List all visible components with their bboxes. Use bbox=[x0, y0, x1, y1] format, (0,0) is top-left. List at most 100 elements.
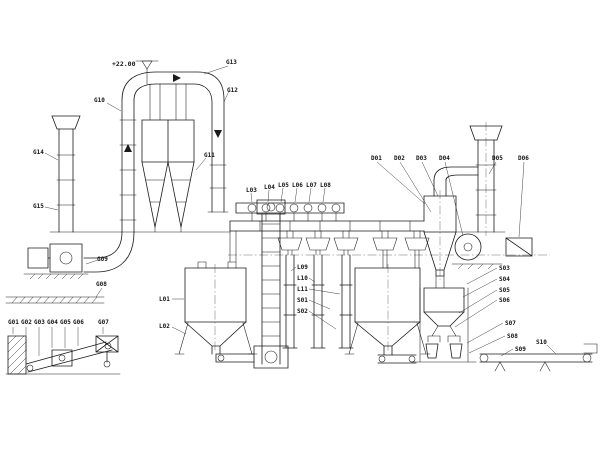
id-fan-hub bbox=[463, 242, 473, 252]
right-cyclone-cone bbox=[423, 231, 457, 277]
top-duct-outer bbox=[121, 71, 225, 213]
packing-downspout bbox=[435, 275, 445, 289]
belt-tail-pulley bbox=[479, 353, 489, 363]
hopper1-cone bbox=[184, 321, 247, 355]
bowl-feeder bbox=[333, 230, 359, 256]
discharge-conveyor2 bbox=[377, 354, 417, 364]
rotary-valve bbox=[331, 203, 341, 213]
distribution-duct bbox=[229, 220, 425, 232]
middle-feeding-section bbox=[174, 199, 550, 369]
tag-l06: L06 bbox=[292, 182, 303, 189]
tag-g03: G03 bbox=[34, 319, 45, 326]
bagging-spouts bbox=[427, 325, 461, 343]
bowl-feeder bbox=[277, 230, 303, 256]
tag-l01: L01 bbox=[159, 296, 170, 303]
bag-left bbox=[425, 343, 439, 359]
tag-l07: L07 bbox=[306, 182, 317, 189]
dryer-column bbox=[121, 99, 135, 233]
tag-d01: D01 bbox=[371, 155, 382, 162]
tag-g10: G10 bbox=[94, 97, 105, 104]
feeder-tube bbox=[235, 202, 345, 214]
tag-l04: L04 bbox=[264, 184, 275, 191]
right-stack-body bbox=[477, 139, 495, 233]
tag-l10: L10 bbox=[297, 275, 308, 282]
tag-g09: G09 bbox=[97, 256, 108, 263]
tag-s04: S04 bbox=[499, 276, 510, 283]
elevator-boot-pulley bbox=[264, 350, 278, 364]
return-duct bbox=[83, 231, 135, 273]
tag-s01: S01 bbox=[297, 297, 308, 304]
belt-legs bbox=[494, 361, 551, 372]
flow-arrow-down-icon bbox=[214, 130, 222, 138]
leaders-middle bbox=[171, 187, 341, 335]
rotary-valve bbox=[289, 203, 299, 213]
rotary-valve bbox=[303, 203, 313, 213]
right-duct-flanges bbox=[207, 164, 229, 213]
tag-l03: L03 bbox=[246, 187, 257, 194]
conveyor2-head-pulley bbox=[408, 355, 416, 363]
conveyor1-pulley bbox=[217, 354, 225, 362]
tag-g11: G11 bbox=[204, 152, 215, 159]
tag-d05: D05 bbox=[492, 155, 503, 162]
bowl-feeder bbox=[305, 230, 331, 256]
hopper1-body bbox=[184, 267, 247, 323]
cyclone-dip-legs bbox=[154, 226, 182, 233]
conveyor2-tail-pulley bbox=[378, 355, 386, 363]
silencer-box bbox=[505, 237, 533, 257]
bowl-feeder bbox=[372, 230, 398, 256]
elevator-head bbox=[256, 199, 286, 215]
tag-s10: S10 bbox=[536, 339, 547, 346]
tag-d02: D02 bbox=[394, 155, 405, 162]
tag-g13: G13 bbox=[226, 59, 237, 66]
tag-s06: S06 bbox=[499, 297, 510, 304]
feeder-machine bbox=[51, 349, 73, 367]
surge-bin-cone bbox=[423, 311, 465, 327]
cyclone-inlet-stubs bbox=[149, 83, 187, 121]
conveyor-tail-pulley bbox=[26, 364, 34, 372]
stack-body bbox=[58, 128, 74, 233]
tag-s08: S08 bbox=[507, 333, 518, 340]
tag-l02: L02 bbox=[159, 323, 170, 330]
id-fan-base-hatch bbox=[457, 263, 494, 270]
tag-s07: S07 bbox=[505, 320, 516, 327]
rotary-valve bbox=[275, 203, 285, 213]
blower-casing bbox=[49, 243, 83, 273]
tag-s05: S05 bbox=[499, 287, 510, 294]
id-fan-scroll bbox=[454, 233, 482, 261]
hopper2-legs bbox=[344, 322, 431, 355]
tag-l09: L09 bbox=[297, 264, 308, 271]
tag-g14: G14 bbox=[33, 149, 44, 156]
bucket-elevator-sections bbox=[261, 223, 281, 337]
flow-arrow-up-icon bbox=[124, 144, 132, 152]
tag-l08: L08 bbox=[320, 182, 331, 189]
hopper2-body bbox=[354, 267, 421, 323]
hopper2-feed-stubs bbox=[382, 254, 420, 269]
tag-d03: D03 bbox=[416, 155, 427, 162]
tag-s02: S02 bbox=[297, 308, 308, 315]
tag-s03: S03 bbox=[499, 265, 510, 272]
distribution-duct-flanges bbox=[259, 220, 411, 232]
incline-conveyor bbox=[25, 341, 113, 373]
hopper2-cone bbox=[354, 321, 421, 356]
rotary-valve bbox=[247, 203, 257, 213]
flow-arrow-right-icon bbox=[173, 74, 181, 82]
discharge-conveyor1 bbox=[215, 353, 255, 363]
feed-trough bbox=[5, 296, 105, 304]
bag-belt-conveyor bbox=[479, 353, 593, 363]
tag-d04: D04 bbox=[439, 155, 450, 162]
right-packing-section bbox=[411, 122, 598, 372]
tag-s09: S09 bbox=[515, 346, 526, 353]
tag-d06: D06 bbox=[518, 155, 529, 162]
leaders-left bbox=[12, 65, 230, 356]
top-duct-inner bbox=[133, 83, 213, 213]
downpipe bbox=[310, 254, 326, 349]
bowl-feeder bbox=[404, 230, 430, 256]
packing-frame bbox=[411, 287, 477, 363]
tag-g15: G15 bbox=[33, 203, 44, 210]
tag-g05: G05 bbox=[60, 319, 71, 326]
leaders-right bbox=[376, 161, 557, 357]
right-stack-flanges bbox=[475, 164, 497, 216]
belt-end-guard bbox=[583, 343, 598, 354]
